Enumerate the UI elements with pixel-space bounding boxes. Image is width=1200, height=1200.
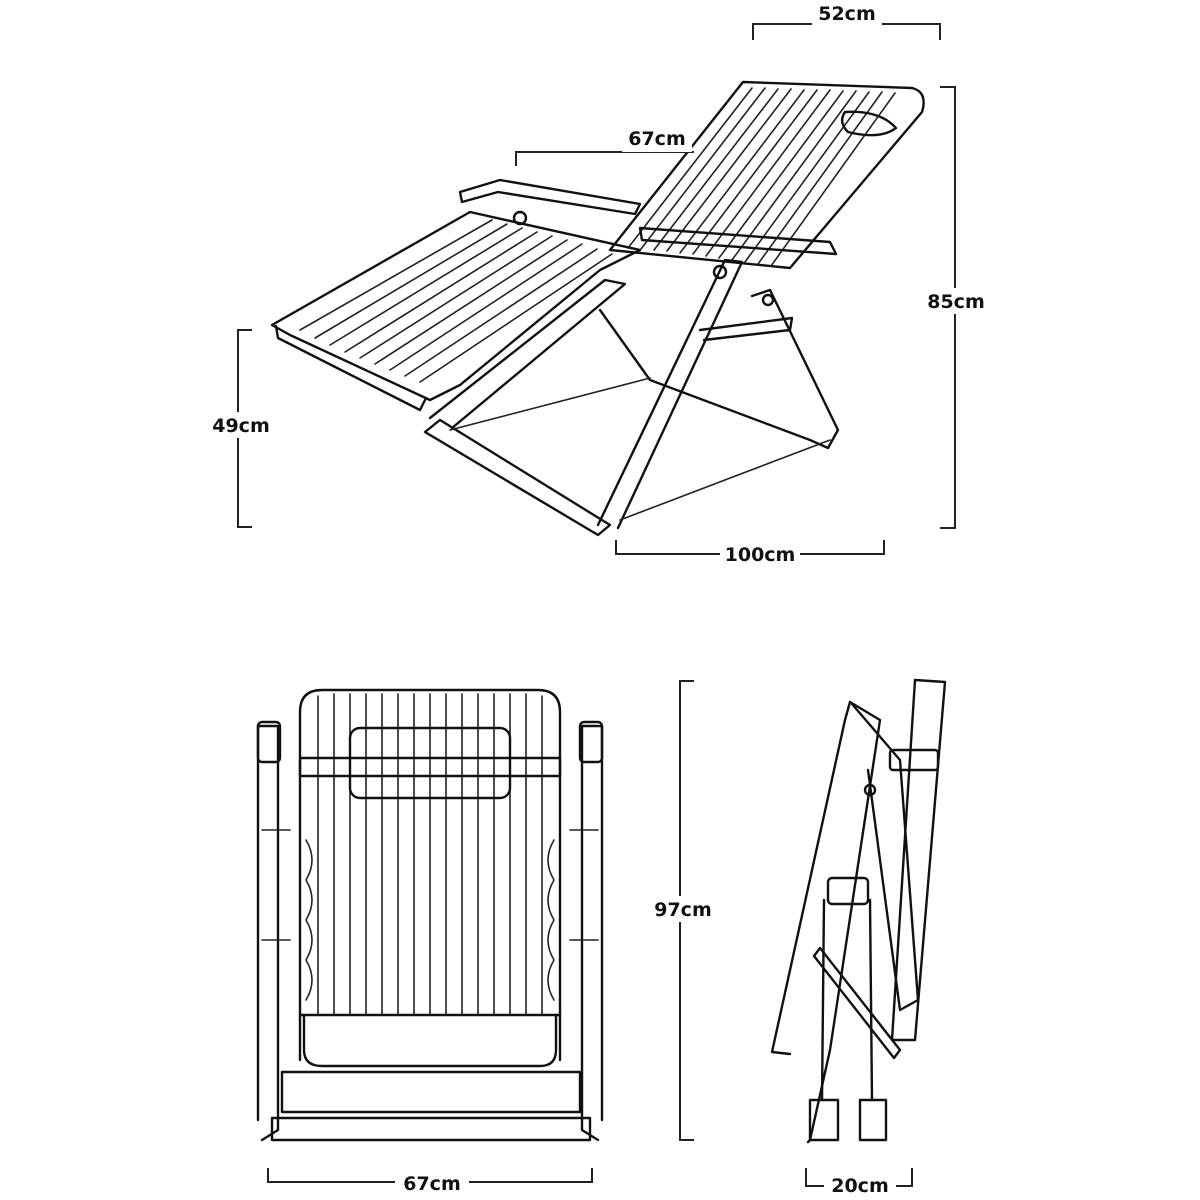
dimension-67cm-top: 67cm bbox=[515, 128, 694, 166]
dimension-49cm: 49cm bbox=[208, 329, 274, 528]
reclined-chair-drawing bbox=[270, 80, 925, 537]
folded-side-view bbox=[770, 678, 947, 1144]
dimension-67cm-bottom: 67cm bbox=[267, 1168, 593, 1196]
label-reclined-length: 100cm bbox=[725, 544, 796, 566]
dimension-52cm: 52cm bbox=[752, 3, 941, 40]
dimension-97cm: 97cm bbox=[650, 680, 716, 1141]
label-reclined-height: 85cm bbox=[927, 291, 985, 313]
label-folded-width: 67cm bbox=[403, 1173, 461, 1195]
label-seat-height: 49cm bbox=[212, 415, 270, 437]
dimension-100cm: 100cm bbox=[615, 540, 885, 567]
dimension-20cm: 20cm bbox=[805, 1168, 913, 1198]
folded-front-view bbox=[256, 688, 604, 1142]
label-armrest-width: 67cm bbox=[628, 128, 686, 150]
label-reclined-width: 52cm bbox=[818, 3, 876, 25]
dimension-85cm: 85cm bbox=[925, 86, 991, 529]
label-folded-depth: 20cm bbox=[831, 1175, 889, 1197]
label-folded-height: 97cm bbox=[654, 899, 712, 921]
